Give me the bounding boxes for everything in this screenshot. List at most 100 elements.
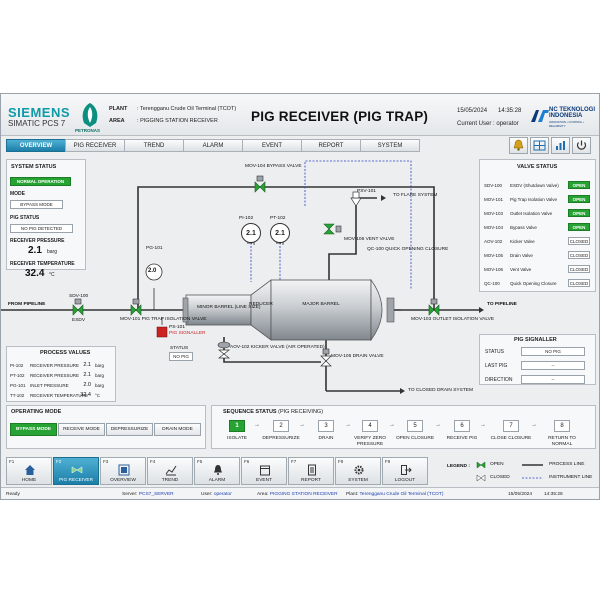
server-field: Server: PCS7_SERVER [122, 492, 174, 497]
legend-open-label: OPEN [490, 462, 504, 467]
mov101-label: MOV-101 PIG TRAP ISOLATION VALVE [120, 317, 207, 322]
valve-name: Pig Trap Isolation Valve [510, 197, 557, 202]
trend-button[interactable] [551, 137, 570, 154]
plant-row: PLANT: Terengganu Crude Oil Terminal (TC… [109, 106, 237, 112]
pv-tag: PI-102 [10, 363, 24, 368]
f1-home-button[interactable]: F1 HOME [6, 457, 52, 485]
ps101-desc-label: PIG SIGNALLER [169, 331, 206, 336]
mov105-label: MOV-105 DRAIN VALVE [331, 354, 384, 359]
last-pig-value: -- [521, 361, 585, 370]
f2-pig-receiver-button[interactable]: F2 PIG RECEIVER [53, 457, 99, 485]
plant-field: Plant: Terengganu Crude Oil Terminal (TC… [346, 492, 444, 497]
tab-system[interactable]: SYSTEM [360, 139, 420, 152]
pv-tag: PG-101 [10, 383, 26, 388]
legend-title: LEGEND : [447, 464, 470, 469]
aov102-label: AOV-102 KICKER VALVE (AIR OPERATED) [230, 345, 325, 350]
valve-icon [71, 466, 83, 474]
plant-name: Terengganu Crude Oil Terminal (TCOT) [139, 106, 237, 112]
pv-unit: barg [95, 363, 105, 368]
alarm-bell-button[interactable] [509, 137, 528, 154]
overview-button[interactable] [530, 137, 549, 154]
f9-logout-button[interactable]: F9 LOGOUT [382, 457, 428, 485]
receiver-pressure-unit: barg [47, 249, 58, 255]
sequence-step-4: 4 [362, 420, 378, 432]
pv-tag: TT-102 [10, 393, 25, 398]
f4-trend-button[interactable]: F4 TREND [147, 457, 193, 485]
bypass-mode-button[interactable]: BYPASS MODE [10, 423, 57, 436]
flow-arrows [381, 195, 484, 394]
qc100-label: QC-100 QUICK OPENING CLOSURE [367, 247, 449, 252]
sequence-arrow: → [254, 422, 260, 428]
system-state-badge: NORMAL OPERATION [10, 177, 71, 186]
sequence-step-6: 6 [454, 420, 470, 432]
valve-name: Quick Opening Closure [510, 281, 557, 286]
tab-event[interactable]: EVENT [242, 139, 302, 152]
exit-button[interactable] [572, 137, 591, 154]
sequence-title: SEQUENCE STATUS (PIG RECEIVING) [223, 409, 324, 415]
status-bar: Ready Server: PCS7_SERVER User: operator… [1, 487, 599, 499]
sequence-arrow: → [480, 422, 486, 428]
nc-logo [531, 110, 549, 122]
mode-value: BYPASS MODE [10, 200, 63, 209]
legend-valve-icons [476, 461, 486, 482]
relief-valve-icon [350, 191, 362, 207]
pv-value: 2.1 [83, 362, 91, 368]
legend-closed-label: CLOSED [490, 475, 510, 480]
sequence-step-label: DEPRESSURIZE [262, 436, 300, 441]
pt102-tag: PT-102 [270, 216, 286, 221]
valve-tag: MOV-103 [484, 211, 504, 216]
drain-mode-button[interactable]: DRAIN MODE [154, 423, 201, 436]
sequence-step-label: OPEN CLOSURE [395, 436, 435, 441]
grid-icon [533, 140, 546, 151]
last-pig-label: LAST PIG [485, 363, 508, 369]
chart-icon [556, 141, 565, 150]
pig-status-value: NO PIG DETECTED [10, 224, 73, 233]
main-nav: OVERVIEW PIG RECEIVER TREND ALARM EVENT … [6, 139, 476, 152]
valve-name: Bypass Valve [510, 225, 537, 230]
valve-tag: SDV-100 [484, 183, 503, 188]
sequence-arrow: → [389, 422, 395, 428]
valve-status-title: VALVE STATUS [517, 164, 558, 170]
f7-report-button[interactable]: F7 REPORT [288, 457, 334, 485]
pv-name: RECEIVER PRESSURE [30, 373, 80, 378]
sequence-arrow: → [299, 422, 305, 428]
to-flare-label: TO FLARE SYSTEM [393, 193, 438, 198]
status-time: 14:35:28 [544, 492, 563, 497]
valve-icon [72, 181, 440, 316]
system-status-title: SYSTEM STATUS [11, 164, 57, 170]
f8-system-button[interactable]: F8 SYSTEM [335, 457, 381, 485]
sequence-step-label: DRAIN [318, 436, 334, 441]
valve-state-badge: CLOSED [568, 279, 590, 287]
sequence-arrow: → [531, 422, 537, 428]
f3-overview-button[interactable]: F3 OVERVIEW [100, 457, 146, 485]
sequence-step-5: 5 [407, 420, 423, 432]
depressurize-button[interactable]: DEPRESSURIZE [106, 423, 153, 436]
legend-process-label: PROCESS LINE [549, 462, 585, 467]
pressure-gauge-icon [145, 263, 163, 281]
receive-mode-button[interactable]: RECEIVE MODE [58, 423, 105, 436]
signaller-status-value: NO PIG [521, 347, 585, 356]
sequence-step-label: RECEIVE PIG [446, 436, 478, 441]
user-field: User: operator [201, 492, 232, 497]
pig-status-label: PIG STATUS [10, 215, 40, 221]
pv-value: 32.4 [80, 392, 91, 398]
petronas-wordmark: PETRONAS [75, 128, 101, 133]
pv-value: 2.1 [83, 372, 91, 378]
sequence-step-label: ISOLATE [227, 436, 247, 441]
ps101-label: PS-101 [169, 325, 185, 330]
esdv-label: ESDV [72, 318, 86, 323]
sequence-panel [211, 405, 596, 449]
trend-icon [165, 465, 177, 476]
tab-overview[interactable]: OVERVIEW [6, 139, 66, 152]
legend-line-icons [522, 464, 543, 479]
tab-report[interactable]: REPORT [301, 139, 361, 152]
valve-tag: QC-100 [484, 281, 500, 286]
ps-status-label: STATUS [170, 346, 189, 351]
mode-label: MODE [10, 191, 25, 197]
f6-event-button[interactable]: F6 EVENT [241, 457, 287, 485]
sequence-step-label: CLOSE CLOSURE [490, 436, 532, 441]
valve-state-badge: OPEN [568, 223, 590, 231]
f5-alarm-button[interactable]: F5 ALARM [194, 457, 240, 485]
